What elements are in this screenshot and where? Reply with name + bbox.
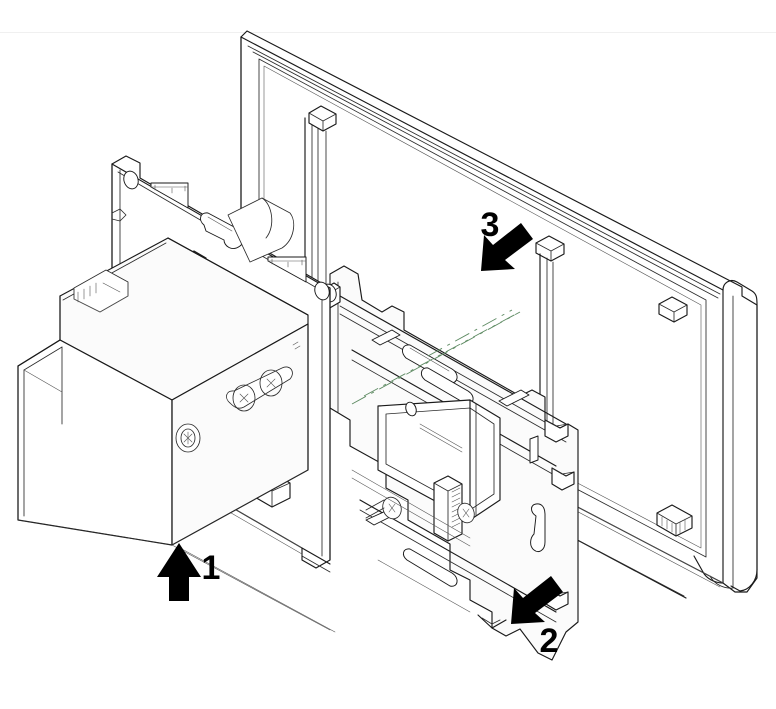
top-band-divider xyxy=(0,0,776,33)
backplate-round-hole-upper xyxy=(123,170,139,190)
frame-snap-tab-upper xyxy=(544,419,569,443)
step-3-arrow xyxy=(481,223,533,271)
display-bezel xyxy=(377,399,501,521)
clip-tab-mid xyxy=(535,235,565,262)
part-control-module-box xyxy=(17,237,336,633)
frame-rect-window-c xyxy=(529,435,539,464)
step-2-number: 2 xyxy=(540,622,559,660)
frame-snap-tab-mid xyxy=(551,467,575,491)
oval-slot-upper xyxy=(402,344,458,384)
backplate-rect-cutout-upper xyxy=(150,182,189,209)
backplate-round-hole-lower xyxy=(314,281,330,301)
terminal-block xyxy=(73,269,129,313)
step-1-number: 1 xyxy=(202,549,221,587)
shaft-boss xyxy=(365,496,402,520)
cylindrical-boss xyxy=(227,197,295,263)
screw-head-pair xyxy=(226,366,293,412)
screw-head-single xyxy=(175,423,201,453)
oval-slot-bottom-left xyxy=(402,548,458,587)
frame-rect-window-b xyxy=(498,389,530,407)
pin-header-connector xyxy=(433,475,463,542)
centerline-construction xyxy=(351,309,521,405)
backplate-rect-cutout-lower xyxy=(267,256,307,283)
oval-slot-lower xyxy=(530,503,546,553)
part-mounting-frame xyxy=(321,265,579,661)
shaft-boss-right xyxy=(457,502,475,524)
ribbed-clip-bottom xyxy=(656,504,693,537)
step-1-arrow xyxy=(157,543,201,601)
step-3-number: 3 xyxy=(481,206,500,244)
clip-tab-top xyxy=(308,105,337,132)
clip-tab-right xyxy=(658,296,688,323)
frame-rect-window-a xyxy=(371,329,401,346)
step-2-arrow xyxy=(511,576,563,624)
